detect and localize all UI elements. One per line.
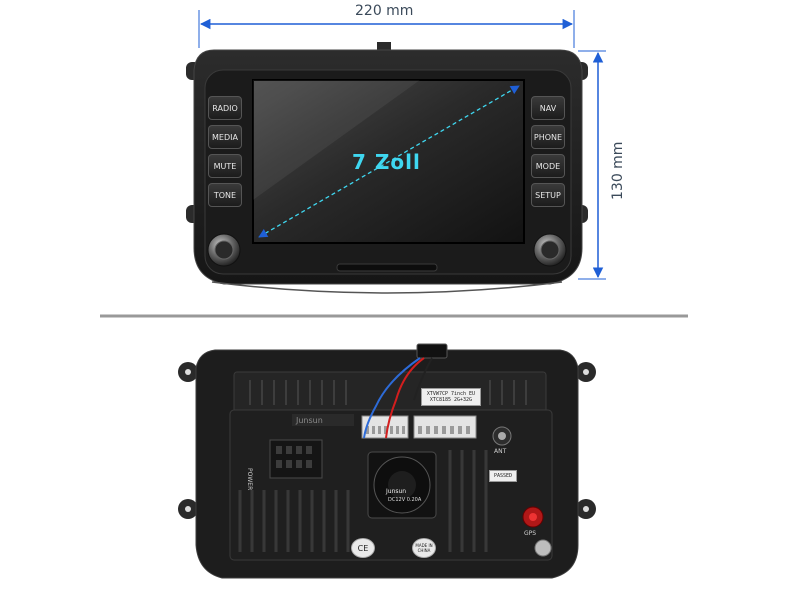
mode-button[interactable]: MODE <box>531 154 565 178</box>
power-connector <box>269 439 323 479</box>
passed-label: PASSED <box>493 473 513 479</box>
ce-label: CE <box>357 543 369 553</box>
fan-spec-label: DC12V 0.20A <box>388 497 422 503</box>
gps-label: GPS <box>524 530 537 537</box>
blue-wire <box>363 357 421 439</box>
height-dimension <box>578 50 606 280</box>
phone-button[interactable]: PHONE <box>531 125 565 149</box>
height-label: 130 mm <box>610 141 626 200</box>
sticker-line-1: XTVW7CP 7inch EU <box>426 391 476 397</box>
model-sticker: XTVW7CP 7inch EU XTC8185 2G+32G <box>421 388 481 406</box>
power-label: POWER <box>246 468 253 491</box>
nav-button[interactable]: NAV <box>531 96 565 120</box>
tone-button[interactable]: TONE <box>208 183 242 207</box>
width-dimension <box>198 10 575 48</box>
rear-unit <box>178 343 596 579</box>
card-slot <box>336 263 438 272</box>
front-unit <box>186 42 588 294</box>
red-wire <box>385 357 425 439</box>
radio-button[interactable]: RADIO <box>208 96 242 120</box>
ant-label: ANT <box>494 448 507 455</box>
fan-brand-label: Junsun <box>386 488 407 495</box>
mute-button[interactable]: MUTE <box>208 154 242 178</box>
screen-size-label: 7 Zoll <box>352 150 421 174</box>
media-button[interactable]: MEDIA <box>208 125 242 149</box>
setup-button[interactable]: SETUP <box>531 183 565 207</box>
made-in-label: MADE IN CHINA <box>415 543 433 553</box>
wire-plug <box>416 343 448 359</box>
sticker-line-2: XTC8185 2G+32G <box>429 397 473 403</box>
brand-label: Junsun <box>296 416 323 425</box>
ce-badge: CE <box>351 538 375 558</box>
width-label: 220 mm <box>355 3 414 19</box>
passed-sticker: PASSED <box>489 470 517 482</box>
diagonal-arrow <box>258 85 520 238</box>
made-in-badge: MADE IN CHINA <box>412 538 436 558</box>
